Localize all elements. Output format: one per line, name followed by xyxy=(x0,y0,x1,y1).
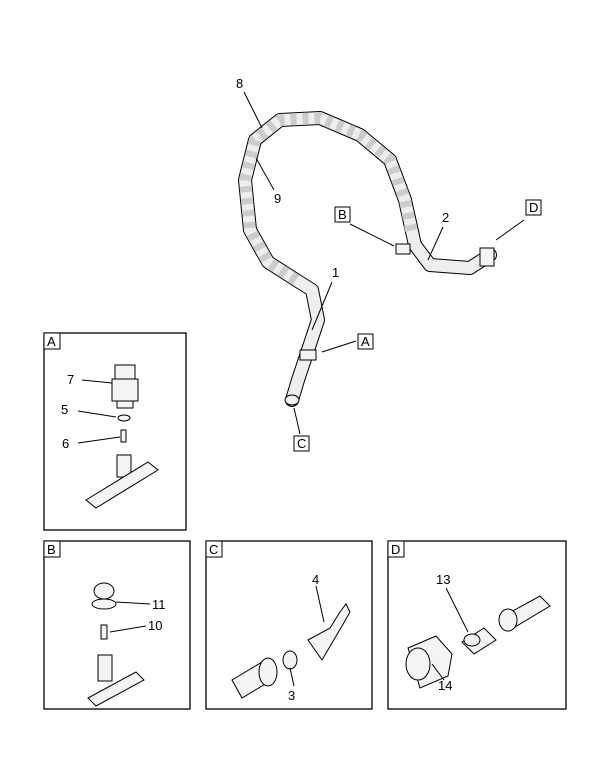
panel-title-c: C xyxy=(209,542,218,557)
item-label-7: 7 xyxy=(67,372,74,387)
item-label-3: 3 xyxy=(288,688,295,703)
item-label-14: 14 xyxy=(438,678,452,693)
fitting-d xyxy=(479,247,495,267)
view-callout-b: B xyxy=(338,207,347,222)
item-label-1: 1 xyxy=(332,265,339,280)
view-callout-d: D xyxy=(529,200,538,215)
panel-title-a: A xyxy=(47,334,56,349)
detail-panel-a: A 7 5 6 xyxy=(43,332,187,531)
detail-panel-d: D 13 14 xyxy=(387,540,567,710)
item-label-8: 8 xyxy=(236,76,243,91)
item-label-5: 5 xyxy=(61,402,68,417)
detail-panel-b: B 11 10 xyxy=(43,540,191,710)
panel-title-d: D xyxy=(391,542,400,557)
pressure-port-a xyxy=(299,349,317,361)
view-callout-c: C xyxy=(297,436,306,451)
view-callout-a: A xyxy=(361,334,370,349)
item-label-13: 13 xyxy=(436,572,450,587)
item-label-9: 9 xyxy=(274,191,281,206)
item-label-10: 10 xyxy=(148,618,162,633)
panel-title-b: B xyxy=(47,542,56,557)
detail-panel-c: C 4 3 xyxy=(205,540,373,710)
fitting-c xyxy=(284,394,300,406)
leader-lines xyxy=(243,91,525,435)
service-port-b xyxy=(395,243,411,255)
hose-assembly xyxy=(238,111,497,407)
item-label-2: 2 xyxy=(442,210,449,225)
item-label-4: 4 xyxy=(312,572,319,587)
item-label-11: 11 xyxy=(152,597,166,612)
item-label-6: 6 xyxy=(62,436,69,451)
